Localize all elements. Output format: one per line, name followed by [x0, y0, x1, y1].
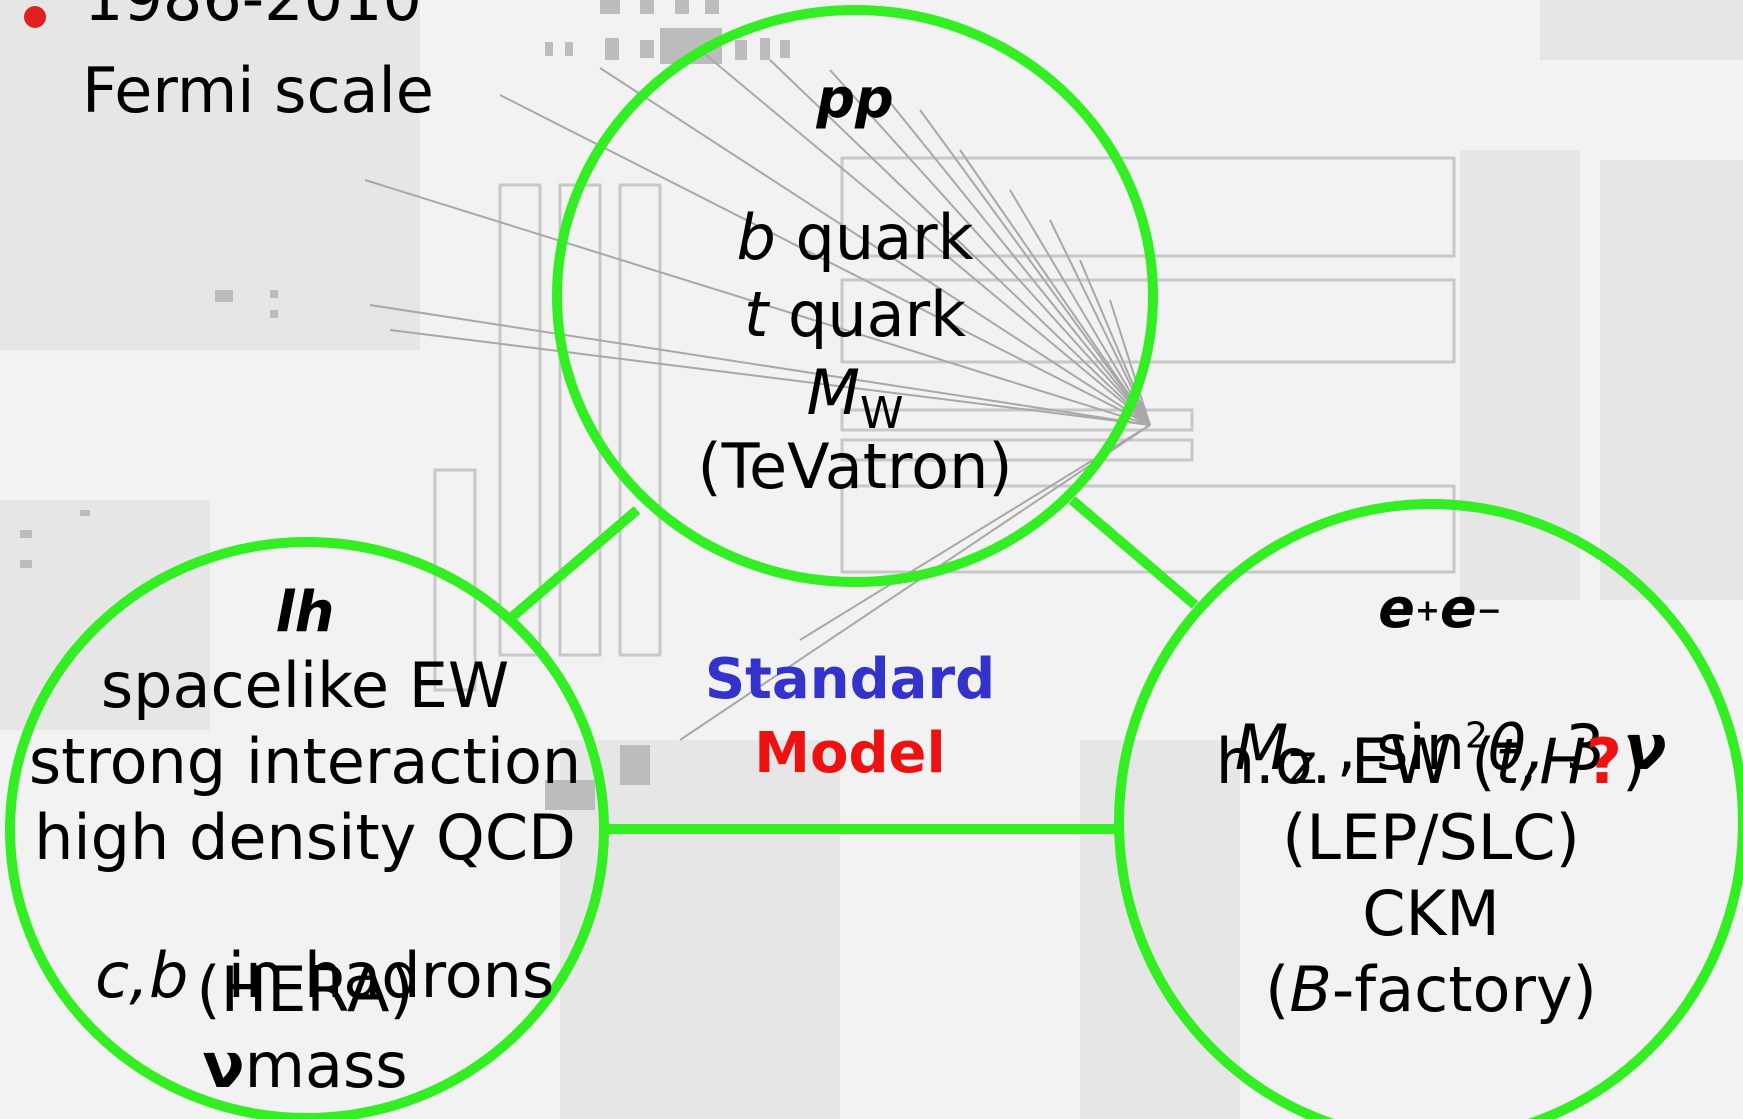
- model-label: Model: [754, 721, 946, 786]
- lh-line-hera: (HERA): [196, 953, 414, 1026]
- detector-box: [498, 183, 542, 657]
- bullet-line-years: 1986-2010: [84, 0, 422, 30]
- bullet-line-fermi-scale: Fermi scale: [82, 54, 434, 127]
- ee-title: e+e−: [1378, 577, 1502, 640]
- detector-box: [433, 468, 477, 692]
- circle-ee: [1114, 499, 1743, 1119]
- ee-line-b-factory: (B-factory): [1265, 953, 1597, 1026]
- pp-line-b-quark: b quark: [736, 201, 974, 274]
- lh-line-high-density-qcd: high density QCD: [34, 801, 576, 874]
- lh-line-cb-in-hadrons: c,b in hadrons: [95, 939, 555, 1012]
- standard-label: Standard: [704, 647, 996, 712]
- pp-line-t-quark: t quark: [743, 278, 967, 351]
- connector-top-right: [1068, 496, 1199, 609]
- pp-line-tevatron: (TeVatron): [697, 430, 1013, 503]
- pp-line-mw: MW: [806, 356, 904, 439]
- bullet-dot: [24, 6, 46, 28]
- detector-box: [618, 183, 662, 657]
- ee-line-ho-ew: h.o. EW (t,H?): [1215, 725, 1647, 798]
- detector-box: [840, 438, 1194, 462]
- ee-line-mz-sin-theta: MZ , sin2θ, 3 ν: [1234, 711, 1667, 793]
- lh-line-strong-interaction: strong interaction: [28, 725, 582, 798]
- circle-pp: [552, 5, 1158, 587]
- ee-line-lep-slc: (LEP/SLC): [1282, 801, 1580, 874]
- pp-title: pp: [816, 67, 894, 130]
- lh-line-spacelike-ew: spacelike EW: [100, 649, 510, 722]
- connector-top-left: [508, 506, 641, 621]
- lh-line-nu-mass: νmass: [202, 1029, 408, 1102]
- ee-line-ckm: CKM: [1362, 877, 1500, 950]
- detector-box: [840, 408, 1194, 432]
- circle-lh: [5, 537, 609, 1119]
- detector-box: [840, 484, 1456, 574]
- lh-title: lh: [275, 580, 335, 645]
